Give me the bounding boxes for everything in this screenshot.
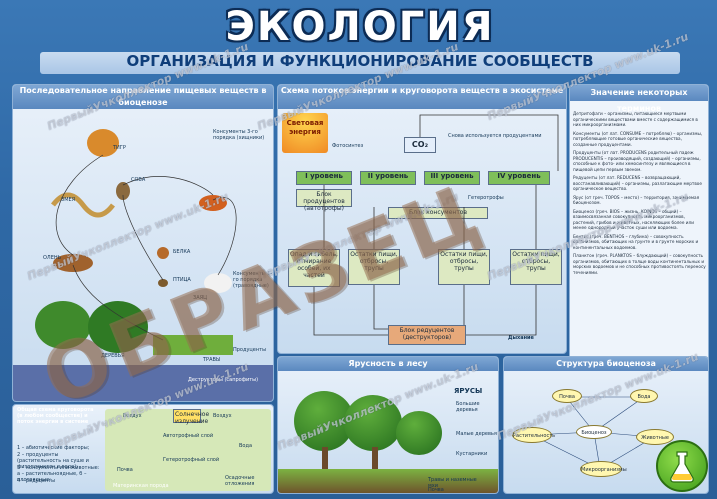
consumers-box: Блок консументов <box>388 207 488 219</box>
node-microorganisms: Микроорганизмы <box>580 461 627 477</box>
cycle-legend-2: 2 – продуценты (растительность на суше и… <box>17 452 89 470</box>
forest-ground <box>278 469 498 493</box>
term-entry: Детритофаги – организмы, питающиеся мерт… <box>573 111 698 127</box>
respiration-label: Дыхание <box>508 335 534 341</box>
producers-box: Блок продуцентов (автотрофы) <box>296 189 352 212</box>
small-tree <box>396 411 442 455</box>
heterotrophs-label: Гетеротрофы <box>468 195 504 201</box>
big-tree-2 <box>344 395 402 451</box>
food-web-head: Последовательное направление пищевых вещ… <box>13 85 273 109</box>
litter-box: Опад и гибель, отмирание особей, их част… <box>288 249 340 287</box>
big-trees-label: Большие деревья <box>456 401 480 413</box>
label-squirrel: БЕЛКА <box>173 249 191 255</box>
label-consumers1: Консументы 1-го порядка (травоядные) <box>233 271 273 289</box>
term-entry: Ярус (от греч. TOPOS – место) – территор… <box>573 194 700 206</box>
cycle-legend-4: 4 – редуценты <box>17 478 56 484</box>
biocenosis-head: Структура биоценоза <box>504 357 708 371</box>
air-label: Воздух <box>123 413 142 419</box>
terms-list: Детритофаги – организмы, питающиеся мерт… <box>573 111 707 278</box>
cycle-legend-3: 3 – консументы или животные: а – растите… <box>17 465 100 483</box>
label-grass: ТРАВЫ <box>203 357 221 363</box>
term-entry: Планктон (греч. PLANKTOS – блуждающий) –… <box>573 253 706 275</box>
squirrel-figure <box>157 247 169 259</box>
grass-label: Травы и наземные мхи <box>428 477 477 489</box>
cycle-panel: Общая схема круговорота (в любом сообщес… <box>12 404 274 494</box>
term-entry: Консументы (от лат. CONSUME – потребляю)… <box>573 130 703 147</box>
level-2: II уровень <box>360 171 416 185</box>
flask-icon <box>656 440 708 492</box>
sun-label: Солнечное излучение <box>173 409 210 425</box>
node-plants: Растительность <box>512 427 555 443</box>
shrubs-label: Кустарники <box>456 451 488 457</box>
co2-box: CO₂ <box>404 137 436 153</box>
label-destructors: Деструкторы (сапрофиты) <box>188 377 259 383</box>
deer-figure <box>53 254 93 272</box>
forest-head: Ярусность в лесу <box>278 357 498 371</box>
snake-figure <box>51 192 115 218</box>
forest-panel: Ярусность в лесу ЯРУСЫ Большие деревья М… <box>277 356 499 494</box>
autotrophic-label: Автотрофный слой <box>163 433 214 439</box>
node-biocenosis: Биоценоз <box>576 425 612 439</box>
tree-figure-2 <box>88 301 148 353</box>
node-soil: Почва <box>552 389 582 403</box>
label-deer: ОЛЕНЬ <box>43 255 62 261</box>
label-consumers3: Консументы 3-го порядка (хищники) <box>213 129 265 141</box>
label-tiger: ТИГР <box>113 145 126 151</box>
term-entry: Продуценты (от лат. PRODUCENS родительны… <box>573 150 701 172</box>
rock-label: Материнская порода <box>113 483 169 489</box>
tree-figure-1 <box>35 301 91 349</box>
owl-figure <box>116 182 130 200</box>
food-web-drawing <box>13 129 273 401</box>
label-owl: СОВА <box>131 177 146 183</box>
label-snake: ЗМЕЯ <box>61 197 76 203</box>
cycle-legend-1: 1 – абиотические факторы; <box>17 445 90 451</box>
heterotrophic-label: Гетеротрофный слой <box>163 457 220 463</box>
energy-flow-head: Схема потоков энергии и круговорота веще… <box>278 85 566 109</box>
tiger-figure <box>87 129 119 157</box>
tiers-label: ЯРУСЫ <box>454 387 483 395</box>
biocenosis-panel: Структура биоценоза Почва Растительность… <box>503 356 709 494</box>
node-animals: Животные <box>636 429 674 445</box>
sun-icon: Световая энергия <box>282 113 328 153</box>
bird-figure <box>158 279 168 287</box>
co2-note: Снова используется продуцентами <box>448 133 542 139</box>
photosynthesis-label: Фотосинтез <box>332 143 364 149</box>
reducers-box: Блок редуцентов (деструкторов) <box>388 325 466 345</box>
sediment-label: Осадочные отложения <box>225 475 255 487</box>
page-title: ЭКОЛОГИЯ <box>225 4 495 50</box>
soil-label: Почва <box>117 467 133 473</box>
remains-box-2: Остатки пищи, отбросы, трупы <box>438 249 490 285</box>
term-entry: Бентос (греч. BENTHOS – глубина) – совок… <box>573 233 699 250</box>
terms-head: Значение некоторых терминов <box>570 85 708 113</box>
soil-layer <box>13 365 273 401</box>
air-label-2: Воздух <box>213 413 232 419</box>
level-4: IV уровень <box>488 171 550 185</box>
page-subtitle: ОРГАНИЗАЦИЯ И ФУНКЦИОНИРОВАНИЕ СООБЩЕСТВ <box>40 52 680 74</box>
level-1: I уровень <box>296 171 352 185</box>
term-entry: Редуценты (от лат. REDUCENS – возвращающ… <box>573 175 702 191</box>
grass-figure <box>153 335 233 355</box>
soil-label: Почва <box>428 487 444 493</box>
level-3: III уровень <box>424 171 480 185</box>
remains-box-1: Остатки пищи, отбросы, трупы <box>348 249 400 285</box>
label-trees: ДЕРЕВЬЯ <box>101 353 125 359</box>
node-water: Вода <box>630 389 658 403</box>
label-producers: Продуценты <box>233 347 267 353</box>
fox-figure <box>199 195 227 211</box>
label-hare: ЗАЯЦ <box>193 295 207 301</box>
energy-flow-panel: Схема потоков энергии и круговорота веще… <box>277 84 567 354</box>
cycle-head: Общая схема круговорота (в любом сообщес… <box>17 407 94 425</box>
term-entry: Биоценоз (греч. BIOS – жизнь, KOINOS – о… <box>573 208 694 231</box>
small-trees-label: Малые деревья <box>456 431 497 437</box>
label-bird: ПТИЦА <box>173 277 191 283</box>
hare-figure <box>204 273 232 293</box>
food-web-panel: Последовательное направление пищевых вещ… <box>12 84 274 402</box>
remains-box-3: Остатки пищи, отбросы, трупы <box>510 249 562 285</box>
water-label: Вода <box>239 443 253 449</box>
